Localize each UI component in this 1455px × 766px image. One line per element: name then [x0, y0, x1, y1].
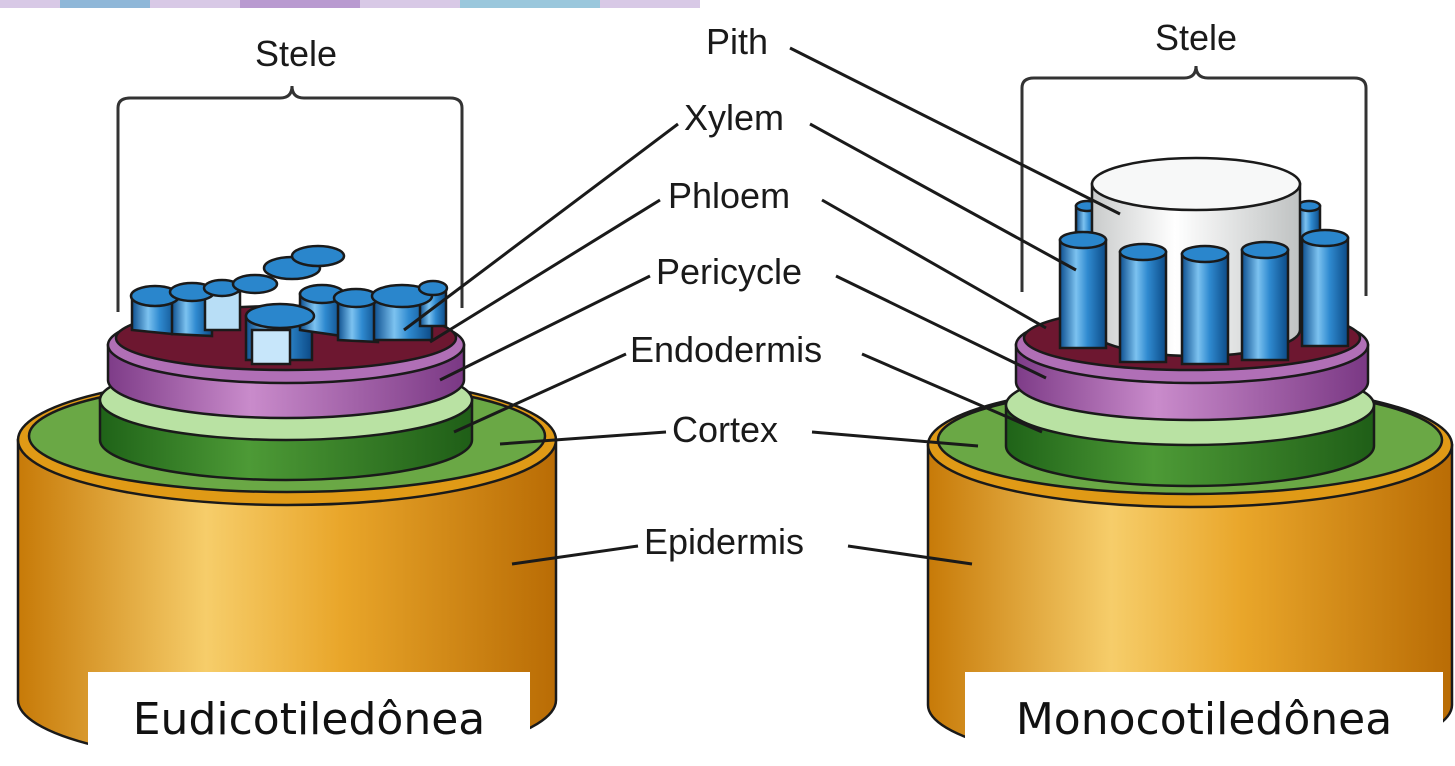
endodermis-label: Endodermis — [630, 329, 822, 370]
epidermis-label: Epidermis — [644, 521, 804, 562]
stele-label-right: Stele — [1155, 17, 1237, 58]
eudicot-caption: Eudicotiledônea — [88, 672, 530, 766]
top-decorative-strip — [0, 0, 700, 8]
pericycle-label: Pericycle — [656, 251, 802, 292]
phloem-label: Phloem — [668, 175, 790, 216]
pith-label: Pith — [706, 21, 768, 62]
monocot-caption: Monocotiledônea — [965, 672, 1443, 766]
eudicot-root-model — [18, 86, 556, 765]
stele-label-left: Stele — [255, 33, 337, 74]
monocot-xylem — [1060, 230, 1348, 364]
cortex-label: Cortex — [672, 409, 778, 450]
xylem-label: Xylem — [684, 97, 784, 138]
